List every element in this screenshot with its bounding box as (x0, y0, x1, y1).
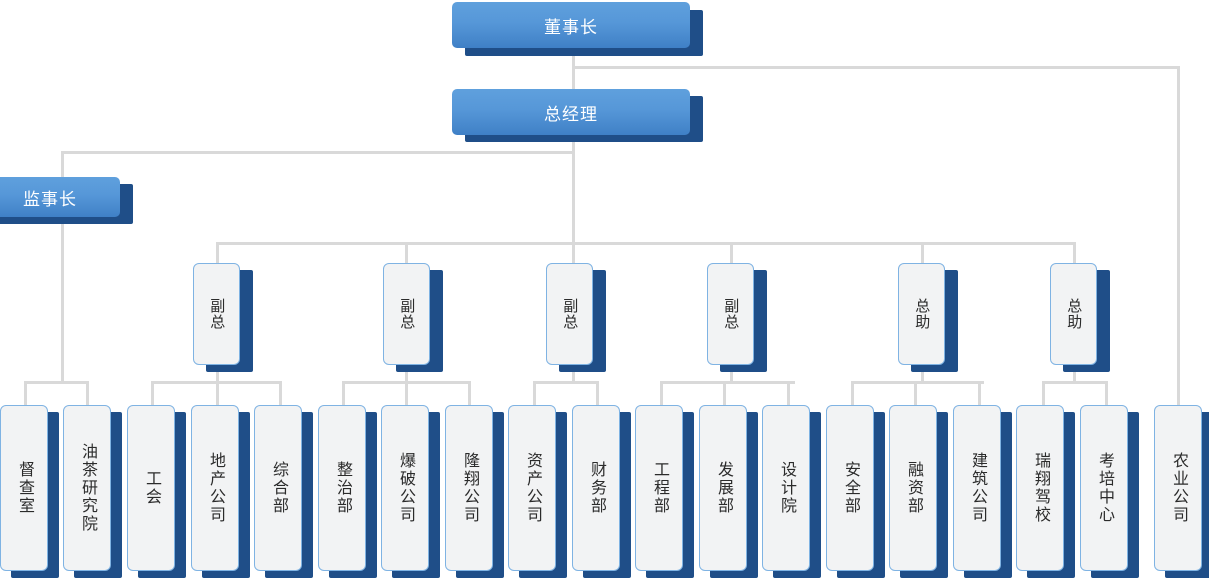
connector-drop-dept-8 (468, 381, 471, 406)
node-dept-6[interactable]: 整治部 (318, 405, 366, 571)
connector-deputy-4-stem (730, 368, 733, 383)
node-deputy-3[interactable]: 副总 (546, 263, 593, 365)
node-dept-3-label: 工会 (143, 470, 161, 506)
node-dept-7-label: 爆破公司 (397, 452, 415, 524)
connector-drop-dept-4 (216, 381, 219, 406)
node-dept-8[interactable]: 隆翔公司 (445, 405, 493, 571)
connector-gm-left-h (61, 151, 575, 154)
connector-drop-assistant-2 (1073, 242, 1076, 264)
node-dept-16[interactable]: 建筑公司 (953, 405, 1001, 571)
connector-drop-dept-17 (1042, 381, 1045, 406)
node-assistant-2-label: 总助 (1065, 298, 1083, 330)
connector-drop-dept-16 (978, 381, 981, 406)
node-assistant-1-label: 总助 (913, 298, 931, 330)
node-dept-18-label: 考培中心 (1096, 452, 1114, 524)
connector-supervisor-bus (24, 381, 88, 384)
connector-drop-deputy-4 (730, 242, 733, 264)
connector-drop-dept-6 (342, 381, 345, 406)
connector-assistant-1-stem (921, 368, 924, 383)
node-assistant-1[interactable]: 总助 (898, 263, 945, 365)
connector-drop-dept-15 (914, 381, 917, 406)
node-dept-10-label: 财务部 (588, 461, 606, 515)
node-deputy-4-label: 副总 (722, 298, 740, 330)
node-dept-11[interactable]: 工程部 (635, 405, 683, 571)
node-dept-17-label: 瑞翔驾校 (1032, 452, 1050, 524)
node-dept-10[interactable]: 财务部 (572, 405, 620, 571)
node-dept-4-label: 地产公司 (207, 452, 225, 524)
node-dept-8-label: 隆翔公司 (461, 452, 479, 524)
node-dept-12-label: 发展部 (715, 461, 733, 515)
node-deputy-4[interactable]: 副总 (707, 263, 754, 365)
connector-deputy-3-bus (533, 381, 599, 384)
node-dept-17[interactable]: 瑞翔驾校 (1016, 405, 1064, 571)
node-dept-3[interactable]: 工会 (127, 405, 175, 571)
node-dept-6-label: 整治部 (334, 461, 352, 515)
node-dept-4[interactable]: 地产公司 (191, 405, 239, 571)
connector-deputy-3-stem (572, 368, 575, 383)
node-deputy-3-label: 副总 (561, 298, 579, 330)
node-deputy-2-label: 副总 (398, 298, 416, 330)
connector-drop-deputy-2 (405, 242, 408, 264)
connector-drop-dept-18 (1105, 381, 1108, 406)
connector-drop-dept-7 (405, 381, 408, 406)
node-general-manager-label: 总经理 (544, 104, 598, 124)
node-dept-5[interactable]: 综合部 (254, 405, 302, 571)
node-dept-1-label: 督查室 (16, 461, 34, 515)
node-dept-19-label: 农业公司 (1170, 452, 1188, 524)
node-dept-5-label: 综合部 (270, 461, 288, 515)
node-general-manager[interactable]: 总经理 (452, 89, 690, 135)
connector-chairman-right-v (1177, 66, 1180, 406)
node-dept-16-label: 建筑公司 (969, 452, 987, 524)
connector-drop-dept-2 (86, 381, 89, 406)
node-dept-18[interactable]: 考培中心 (1080, 405, 1128, 571)
node-dept-1[interactable]: 督查室 (0, 405, 48, 571)
connector-drop-assistant-1 (921, 242, 924, 264)
node-dept-13[interactable]: 设计院 (762, 405, 810, 571)
node-assistant-2[interactable]: 总助 (1050, 263, 1097, 365)
connector-assistant-2-stem (1073, 368, 1076, 383)
connector-assistant-2-bus (1042, 381, 1108, 384)
connector-drop-dept-14 (851, 381, 854, 406)
connector-drop-dept-9 (533, 381, 536, 406)
connector-managers-bus (216, 242, 1076, 245)
node-dept-7[interactable]: 爆破公司 (381, 405, 429, 571)
connector-chairman-right-h (572, 66, 1180, 69)
node-dept-2-label: 油茶研究院 (79, 443, 97, 533)
connector-deputy-4-bus (660, 381, 795, 384)
node-chairman[interactable]: 董事长 (452, 2, 690, 48)
node-dept-12[interactable]: 发展部 (699, 405, 747, 571)
node-deputy-1[interactable]: 副总 (193, 263, 240, 365)
connector-supervisor-drop (61, 151, 64, 178)
node-supervisor[interactable]: 监事长 (0, 177, 120, 217)
connector-deputy-1-stem (216, 368, 219, 383)
connector-drop-deputy-3 (572, 242, 575, 264)
connector-chairman-stem (572, 55, 575, 90)
connector-assistant-1-bus (851, 381, 984, 384)
node-dept-14-label: 安全部 (842, 461, 860, 515)
node-dept-9[interactable]: 资产公司 (508, 405, 556, 571)
node-dept-19[interactable]: 农业公司 (1154, 405, 1202, 571)
connector-gm-stem (572, 140, 575, 245)
connector-supervisor-stem (61, 223, 64, 383)
connector-drop-dept-10 (596, 381, 599, 406)
connector-drop-deputy-1 (216, 242, 219, 264)
node-dept-14[interactable]: 安全部 (826, 405, 874, 571)
node-deputy-2[interactable]: 副总 (383, 263, 430, 365)
node-supervisor-label: 监事长 (23, 189, 77, 209)
node-dept-15[interactable]: 融资部 (889, 405, 937, 571)
node-deputy-1-label: 副总 (208, 298, 226, 330)
node-dept-9-label: 资产公司 (524, 452, 542, 524)
connector-drop-dept-13 (787, 381, 790, 406)
connector-drop-dept-11 (660, 381, 663, 406)
node-dept-2[interactable]: 油茶研究院 (63, 405, 111, 571)
connector-drop-dept-1 (24, 381, 27, 406)
node-dept-13-label: 设计院 (778, 461, 796, 515)
connector-drop-dept-12 (723, 381, 726, 406)
connector-deputy-2-stem (405, 368, 408, 383)
node-dept-11-label: 工程部 (651, 461, 669, 515)
connector-drop-dept-3 (151, 381, 154, 406)
node-chairman-label: 董事长 (544, 17, 598, 37)
connector-drop-dept-5 (279, 381, 282, 406)
node-dept-15-label: 融资部 (905, 461, 923, 515)
